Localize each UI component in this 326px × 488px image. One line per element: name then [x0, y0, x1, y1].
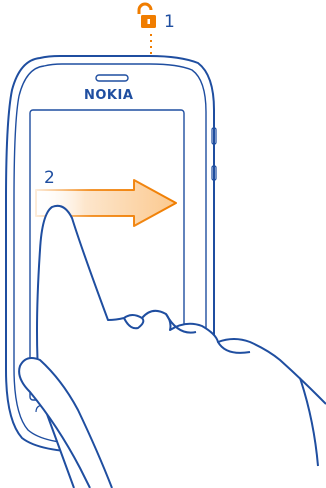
- unlock-padlock-icon: [139, 4, 156, 28]
- step-label-1: 1: [164, 12, 175, 32]
- step-label-2: 2: [44, 168, 55, 188]
- lock-key-callout: 1: [139, 4, 175, 55]
- swiping-hand: [19, 206, 326, 488]
- earpiece-slot: [96, 75, 128, 81]
- brand-logo-text: NOKIA: [84, 88, 133, 103]
